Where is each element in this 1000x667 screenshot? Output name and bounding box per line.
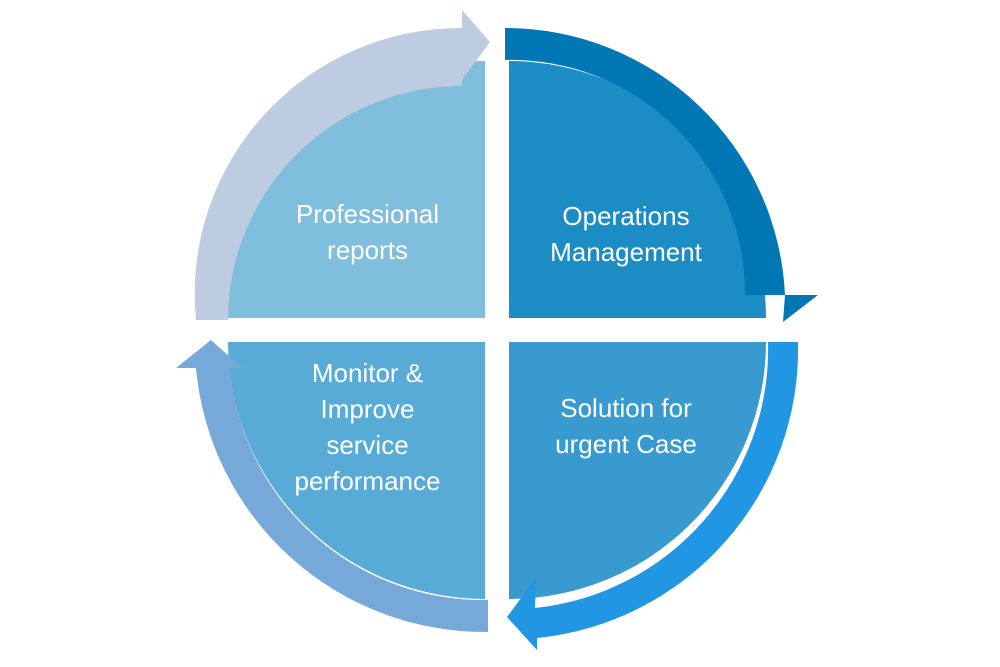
label-operations-management: Operations Management [550, 201, 702, 267]
quadrant-bottom-right [509, 342, 766, 599]
arrow-top-left [194, 10, 491, 320]
arrow-top-right [505, 27, 818, 323]
quadrant-bottom-left [228, 342, 485, 599]
arrow-bottom-left [176, 340, 488, 633]
quadrant-top-right [509, 61, 766, 318]
quadrant-top-left [228, 61, 485, 318]
label-professional-reports: Professional reports [295, 199, 440, 265]
label-solution-urgent-case: Solution for urgent Case [555, 393, 697, 459]
arrow-bottom-right [507, 342, 799, 650]
label-monitor-improve: Monitor & Improve service performance [294, 358, 441, 496]
